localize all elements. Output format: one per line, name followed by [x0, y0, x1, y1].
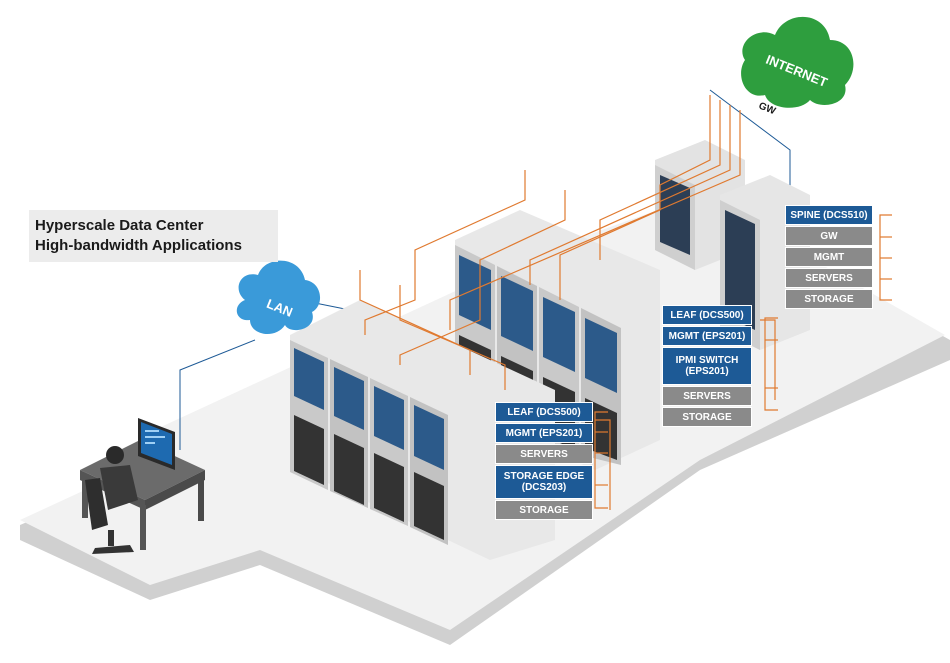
- legend-front-item: MGMT (EPS201): [495, 423, 593, 443]
- legend-middle-item: IPMI SWITCH (EPS201): [662, 347, 752, 385]
- port-arrows: [594, 214, 892, 509]
- diagram-title: Hyperscale Data Center High-bandwidth Ap…: [29, 210, 278, 262]
- legend-front-item: LEAF (DCS500): [495, 402, 593, 422]
- workstation: [80, 418, 205, 554]
- legend-front-item: STORAGE EDGE (DCS203): [495, 465, 593, 499]
- legend-spine-item: SPINE (DCS510): [785, 205, 873, 225]
- legend-spine-item: STORAGE: [785, 289, 873, 309]
- title-line-1: Hyperscale Data Center: [35, 217, 204, 234]
- legend-spine-item: SERVERS: [785, 268, 873, 288]
- legend-spine-item: GW: [785, 226, 873, 246]
- legend-front-item: STORAGE: [495, 500, 593, 520]
- internet-cloud: INTERNET GW: [741, 16, 854, 117]
- legend-middle-item: STORAGE: [662, 407, 752, 427]
- title-line-2: High-bandwidth Applications: [35, 237, 242, 254]
- legend-front-item: SERVERS: [495, 444, 593, 464]
- legend-spine-item: MGMT: [785, 247, 873, 267]
- network-cables: [359, 95, 776, 510]
- legend-middle-item: LEAF (DCS500): [662, 305, 752, 325]
- legend-middle-item: MGMT (EPS201): [662, 326, 752, 346]
- rack-row-front: [290, 300, 555, 560]
- legend-middle-item: SERVERS: [662, 386, 752, 406]
- lan-cloud: LAN: [236, 260, 321, 335]
